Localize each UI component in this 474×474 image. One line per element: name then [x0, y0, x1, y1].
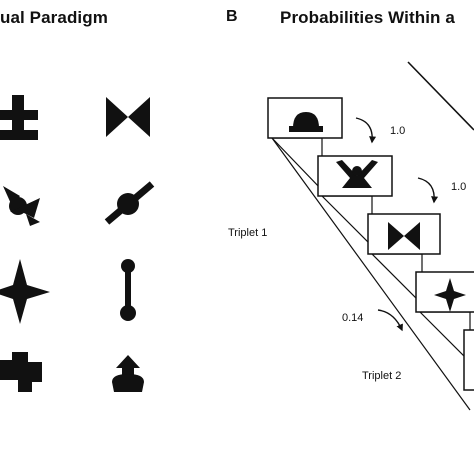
satellite-glyph-icon: [3, 186, 40, 226]
stimulus-card-3: [367, 213, 441, 306]
four-point-star-icon: [0, 259, 50, 324]
panel-b-title: Probabilities Within a: [280, 8, 455, 27]
hourglass-glyph-icon: [336, 160, 378, 188]
transition-arrow-3: [377, 309, 403, 332]
four-point-star-icon: [434, 278, 466, 312]
stimulus-card-5: [463, 329, 474, 391]
transition-arrow-1: [355, 117, 377, 144]
panel-a-title: ual Paradigm: [0, 8, 108, 27]
cross-glyph-icon: [0, 95, 38, 140]
panel-b-letter: B: [226, 8, 238, 25]
transition-probability-1: 1.0: [390, 125, 406, 137]
triplet-2-label: Triplet 2: [362, 370, 402, 382]
transition-arrow-2: [417, 177, 439, 204]
dome-glyph-icon: [289, 112, 323, 132]
block-cross-icon: [0, 352, 42, 392]
stack-lower-edge: [271, 137, 471, 411]
transition-probability-3: 0.14: [342, 312, 364, 324]
triplet-1-label: Triplet 1: [228, 227, 268, 239]
bowtie-icon: [106, 97, 150, 137]
bowtie-icon: [388, 222, 420, 250]
transition-probability-2: 1.0: [451, 181, 467, 193]
slanted-barbell-icon: [104, 181, 155, 225]
sequence-diagonal-line: [407, 61, 474, 131]
stimulus-card-2: [317, 155, 393, 248]
stimulus-card-4: [415, 271, 474, 364]
arrow-house-icon: [112, 355, 144, 392]
vertical-barbell-icon: [120, 259, 136, 321]
stimulus-card-1: [267, 97, 343, 192]
